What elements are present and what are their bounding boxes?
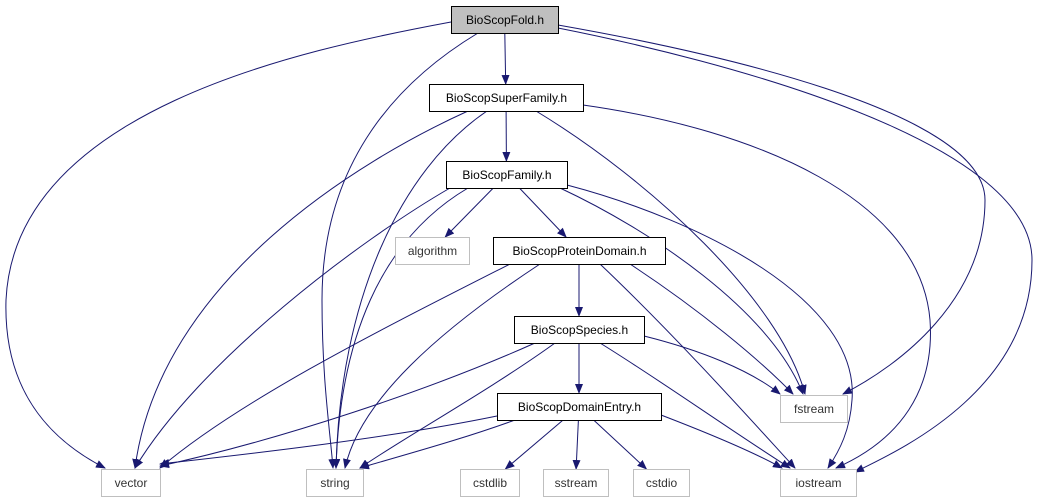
node-label: BioScopSuperFamily.h xyxy=(446,91,567,105)
edge-fold-to-superfamily xyxy=(501,32,510,85)
node-box xyxy=(306,469,364,497)
edge-superfamily-to-vector xyxy=(132,110,469,469)
node-string: string xyxy=(306,469,364,497)
node-label: cstdio xyxy=(646,476,678,490)
node-label: cstdlib xyxy=(473,476,507,490)
edge-domainentry-to-sstream xyxy=(572,419,581,470)
node-box xyxy=(101,469,161,497)
node-box xyxy=(514,316,645,344)
node-box xyxy=(633,469,690,497)
edge-family-to-iostream xyxy=(566,184,853,469)
node-box xyxy=(493,237,666,265)
node-label: BioScopProteinDomain.h xyxy=(512,244,646,258)
edge-fold-to-iostream xyxy=(557,27,1033,473)
node-box xyxy=(446,161,568,189)
node-cstdio: cstdio xyxy=(633,469,690,497)
edge-domainentry-to-iostream xyxy=(660,414,783,469)
node-species[interactable]: BioScopSpecies.h xyxy=(514,316,645,344)
node-label: BioScopDomainEntry.h xyxy=(518,400,641,414)
edge-proteindomain-to-iostream xyxy=(599,263,796,469)
node-family[interactable]: BioScopFamily.h xyxy=(446,161,568,189)
edge-superfamily-to-fstream xyxy=(535,110,807,395)
edge-species-to-vector xyxy=(159,342,536,469)
node-vector: vector xyxy=(101,469,161,497)
edges-layer xyxy=(5,21,1033,473)
node-box xyxy=(543,469,609,497)
node-box xyxy=(429,84,584,112)
node-iostream: iostream xyxy=(780,469,857,497)
node-algorithm: algorithm xyxy=(395,237,470,265)
node-box xyxy=(395,237,470,265)
edge-family-to-algorithm xyxy=(444,187,494,238)
node-label: string xyxy=(320,476,349,490)
node-label: iostream xyxy=(795,476,841,490)
edge-species-to-string xyxy=(359,342,556,469)
edge-fold-to-string xyxy=(321,32,479,469)
edge-domainentry-to-cstdio xyxy=(593,419,648,470)
node-label: BioScopFamily.h xyxy=(462,168,551,182)
edge-proteindomain-to-string xyxy=(343,263,541,469)
node-label: BioScopFold.h xyxy=(466,13,544,27)
node-fold[interactable]: BioScopFold.h xyxy=(451,6,559,34)
edge-fold-to-fstream xyxy=(557,24,986,395)
edge-family-to-proteindomain xyxy=(519,187,567,238)
edge-superfamily-to-iostream xyxy=(582,104,931,469)
node-box xyxy=(460,469,520,497)
node-superfamily[interactable]: BioScopSuperFamily.h xyxy=(429,84,584,112)
edge-domainentry-to-cstdlib xyxy=(504,419,564,470)
edge-fold-to-vector xyxy=(5,21,452,469)
node-cstdlib: cstdlib xyxy=(460,469,520,497)
node-box xyxy=(497,393,662,421)
edge-family-to-string xyxy=(332,187,469,469)
edge-proteindomain-to-fstream xyxy=(629,263,794,395)
node-box xyxy=(780,395,848,423)
node-label: algorithm xyxy=(408,244,457,258)
node-fstream: fstream xyxy=(780,395,848,423)
node-domainentry[interactable]: BioScopDomainEntry.h xyxy=(497,393,662,421)
edge-family-to-fstream xyxy=(559,187,804,395)
edge-domainentry-to-vector xyxy=(159,415,498,467)
node-sstream: sstream xyxy=(543,469,609,497)
edge-proteindomain-to-vector xyxy=(159,263,511,469)
node-box xyxy=(780,469,857,497)
edge-superfamily-to-string xyxy=(332,110,488,469)
node-label: fstream xyxy=(794,402,834,416)
edge-species-to-iostream xyxy=(599,342,791,469)
node-label: BioScopSpecies.h xyxy=(531,323,628,337)
node-label: vector xyxy=(115,476,148,490)
edge-domainentry-to-string xyxy=(359,419,516,470)
edge-species-to-fstream xyxy=(643,335,781,395)
nodes-layer: BioScopFold.hBioScopSuperFamily.hBioScop… xyxy=(101,6,857,497)
node-label: sstream xyxy=(555,476,598,490)
edge-family-to-vector xyxy=(134,187,451,469)
node-box xyxy=(451,6,559,34)
node-proteindomain[interactable]: BioScopProteinDomain.h xyxy=(493,237,666,265)
